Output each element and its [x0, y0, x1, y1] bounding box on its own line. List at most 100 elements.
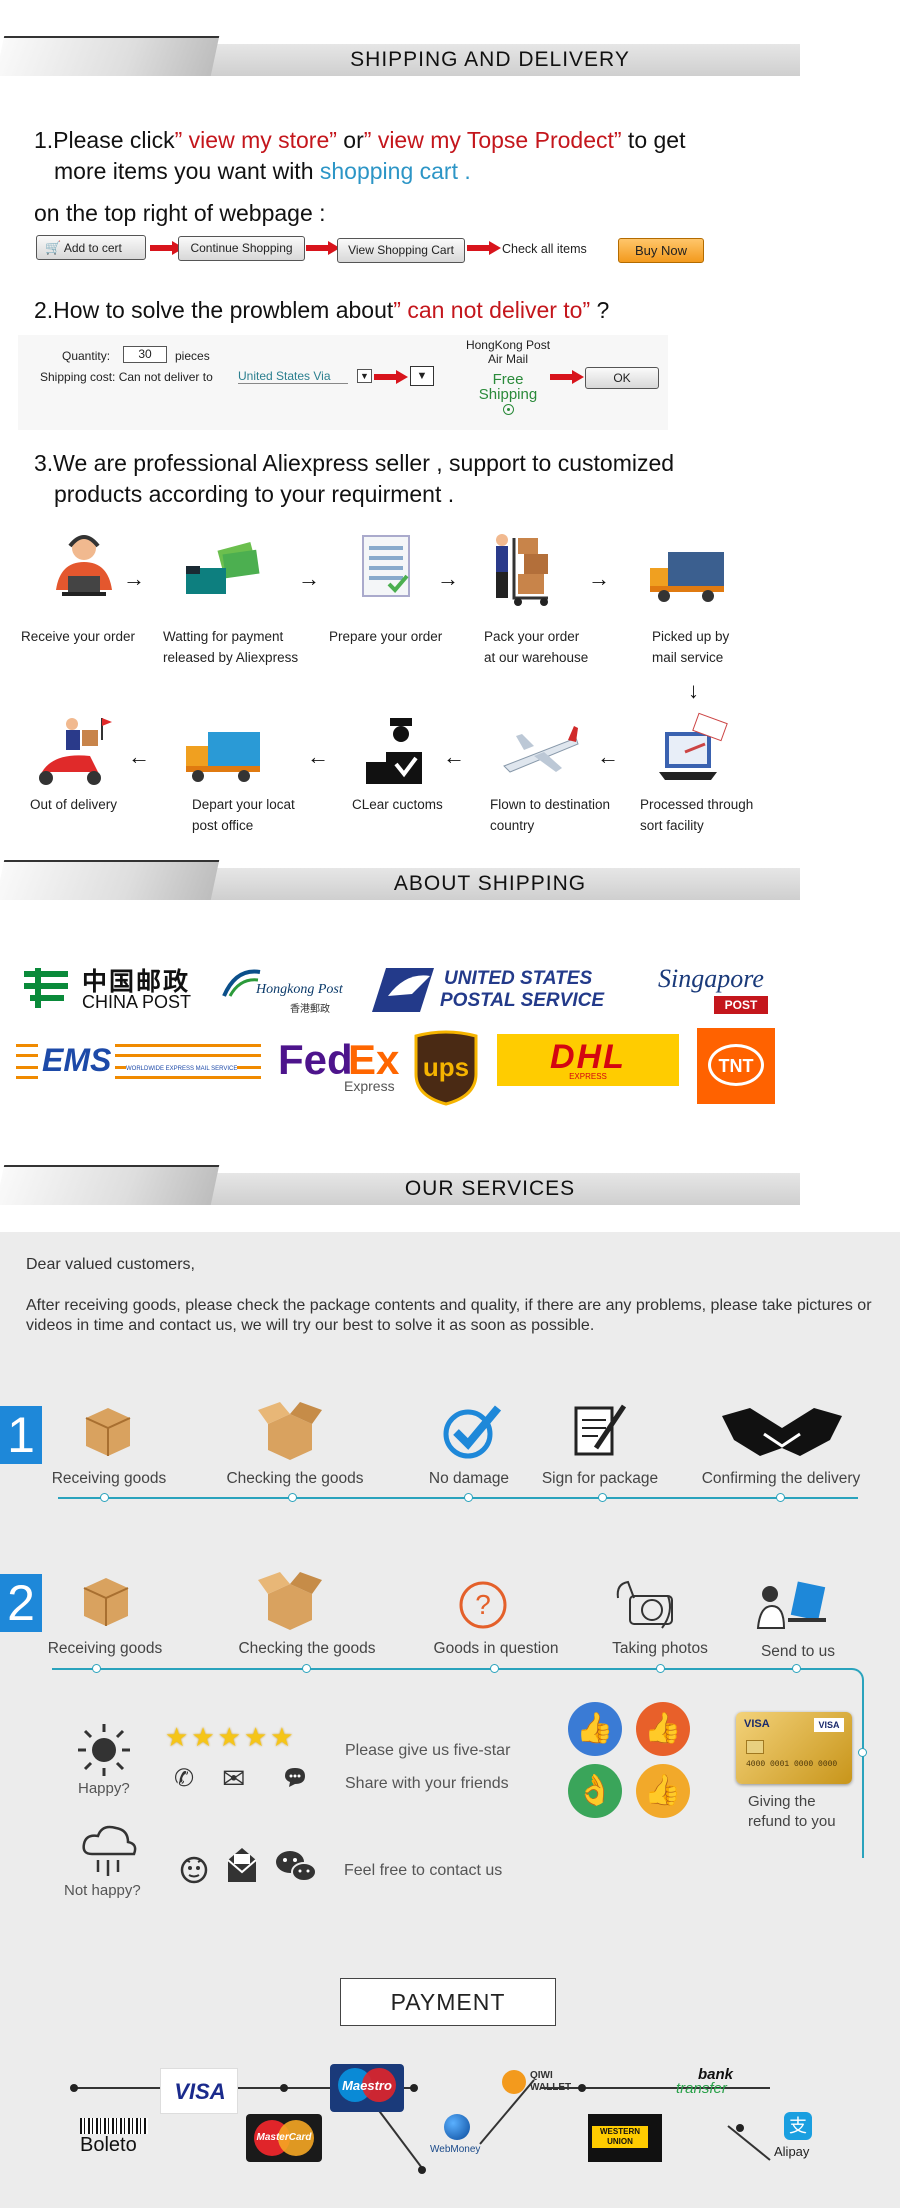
step1-line3: on the top right of webpage :	[34, 200, 326, 226]
red-arrow-icon	[467, 241, 501, 255]
quantity-unit: pieces	[175, 349, 210, 363]
handshake-icon	[722, 1408, 842, 1456]
check-all-items-text: Check all items	[502, 242, 587, 256]
red-arrow-icon	[306, 241, 340, 255]
thumbs-up-icon: 👍	[568, 1702, 622, 1756]
question-icon: ?	[459, 1581, 507, 1629]
process-arrow-icon: →	[588, 566, 610, 591]
section-title-shipping: SHIPPING AND DELIVERY	[350, 48, 630, 71]
flow1-label: No damage	[428, 1470, 510, 1487]
western-union-logo: WESTERN UNION	[588, 2114, 662, 2162]
not-happy-label: Not happy?	[64, 1882, 141, 1899]
usps-eagle-icon	[372, 968, 434, 1012]
add-to-cart-button[interactable]: 🛒 Add to cert	[36, 235, 146, 260]
box-icon	[83, 1578, 129, 1626]
payment-dot	[736, 2124, 744, 2132]
view-products-link[interactable]: ” view my Topse Prodect”	[363, 127, 622, 153]
process-caption: CLear cuctoms	[352, 797, 443, 812]
boleto-logo: Boleto	[80, 2118, 150, 2160]
china-post-logo: 中国邮政 CHINA POST	[20, 962, 200, 1014]
delivery-truck-icon	[650, 552, 724, 602]
checklist-icon	[362, 535, 410, 597]
buy-now-button[interactable]: Buy Now	[618, 238, 704, 263]
ups-shield-icon	[414, 1030, 478, 1106]
shipping-via-select[interactable]: United States Via	[238, 369, 348, 384]
flow1-label: Confirming the delivery	[701, 1470, 861, 1487]
service-message: After receiving goods, please check the …	[26, 1297, 872, 1334]
fedex-logo: Fed Ex Express	[278, 1036, 400, 1094]
alipay-logo: 支 Alipay	[770, 2112, 828, 2160]
wechat-icon	[276, 1851, 317, 1882]
continue-shopping-button[interactable]: Continue Shopping	[178, 236, 305, 261]
section-title-about-shipping: ABOUT SHIPPING	[393, 872, 587, 895]
payment-title-box: PAYMENT	[340, 1978, 556, 2026]
box-icon	[85, 1408, 131, 1456]
process-caption: Prepare your order	[329, 629, 443, 644]
section-banner-our-services: OUR SERVICES	[0, 1163, 800, 1215]
timeline-line	[58, 1497, 858, 1499]
hongkong-post-icon	[222, 969, 261, 997]
star-icon: ★	[270, 1722, 297, 1752]
red-arrow-icon	[550, 370, 584, 384]
flow2-label: Goods in question	[433, 1640, 559, 1657]
chat-bubble-icon	[285, 1768, 305, 1787]
payment-dot	[70, 2084, 78, 2092]
section-banner-about-shipping: ABOUT SHIPPING	[0, 858, 800, 910]
view-my-store-link[interactable]: ” view my store”	[174, 127, 337, 153]
process-arrow-left-icon: ←	[128, 744, 150, 769]
ok-hand-icon: 👌	[568, 1764, 622, 1818]
flow2-label: Taking photos	[612, 1640, 708, 1657]
process-arrow-icon: →	[437, 566, 459, 591]
quantity-input[interactable]: 30	[123, 346, 167, 363]
view-cart-button[interactable]: View Shopping Cart	[337, 238, 465, 263]
flow1-label: Checking the goods	[226, 1470, 364, 1487]
visa-logo: VISA	[160, 2068, 238, 2114]
qiwi-icon	[502, 2070, 526, 2094]
step3-line2: products according to your requirment .	[54, 481, 455, 507]
bank-transfer-logo: bank transfer	[676, 2066, 734, 2097]
shopping-cart-link[interactable]: shopping cart .	[319, 158, 471, 184]
customer-service-icon	[56, 535, 112, 596]
message-envelope-icon	[227, 1848, 257, 1882]
shipping-cost-label: Shipping cost: Can not deliver to	[40, 370, 213, 384]
timeline-dot	[776, 1493, 785, 1502]
process-caption: Receive your order	[21, 629, 136, 644]
barcode-icon	[80, 2118, 148, 2134]
flow2-label: Checking the goods	[238, 1640, 376, 1657]
radio-selected-icon[interactable]	[502, 404, 514, 415]
chevron-down-icon[interactable]: ▼	[357, 369, 372, 383]
thumbs-up-icon: 👍	[636, 1764, 690, 1818]
section-title-our-services: OUR SERVICES	[404, 1177, 576, 1200]
process-arrow-down-icon: ↓	[688, 678, 699, 703]
step2-title: 2.How to solve the prowblem about” can n…	[34, 297, 610, 323]
payment-dot	[418, 2166, 426, 2174]
payment-connector-line	[540, 2087, 770, 2089]
red-arrow-icon	[150, 241, 184, 255]
mastercard-logo: MasterCard	[246, 2114, 322, 2162]
flow2-label: Receiving goods	[47, 1640, 163, 1657]
process-arrow-icon: →	[123, 566, 145, 591]
airplane-icon	[503, 726, 579, 773]
payment-dot	[280, 2084, 288, 2092]
flow1-label: Sign for package	[541, 1470, 659, 1487]
ups-logo: ups	[414, 1030, 478, 1106]
open-box-icon	[258, 1402, 322, 1460]
timeline-dot	[490, 1664, 499, 1673]
sign-document-icon	[574, 1404, 627, 1456]
ems-logo: EMS WORLDWIDE EXPRESS MAIL SERVICE	[16, 1040, 261, 1084]
scooter-delivery-icon	[39, 718, 112, 785]
money-payment-icon	[186, 542, 260, 594]
star-icon: ★	[217, 1722, 244, 1752]
free-shipping-text: Free Shipping	[478, 371, 538, 403]
svg-text:?: ?	[475, 1589, 491, 1620]
process-caption: Processed through sort facility	[640, 797, 754, 833]
timeline-dot	[92, 1664, 101, 1673]
webmoney-logo: WebMoney	[428, 2114, 488, 2162]
alipay-icon: 支	[784, 2112, 812, 2140]
chevron-down-icon[interactable]: ▼	[410, 366, 434, 386]
ok-button[interactable]: OK	[585, 367, 659, 389]
timeline-line	[52, 1668, 852, 1670]
dhl-logo: DHL EXPRESS	[497, 1034, 679, 1086]
timeline-dot	[464, 1493, 473, 1502]
flow2-label: Send to us	[760, 1643, 836, 1660]
